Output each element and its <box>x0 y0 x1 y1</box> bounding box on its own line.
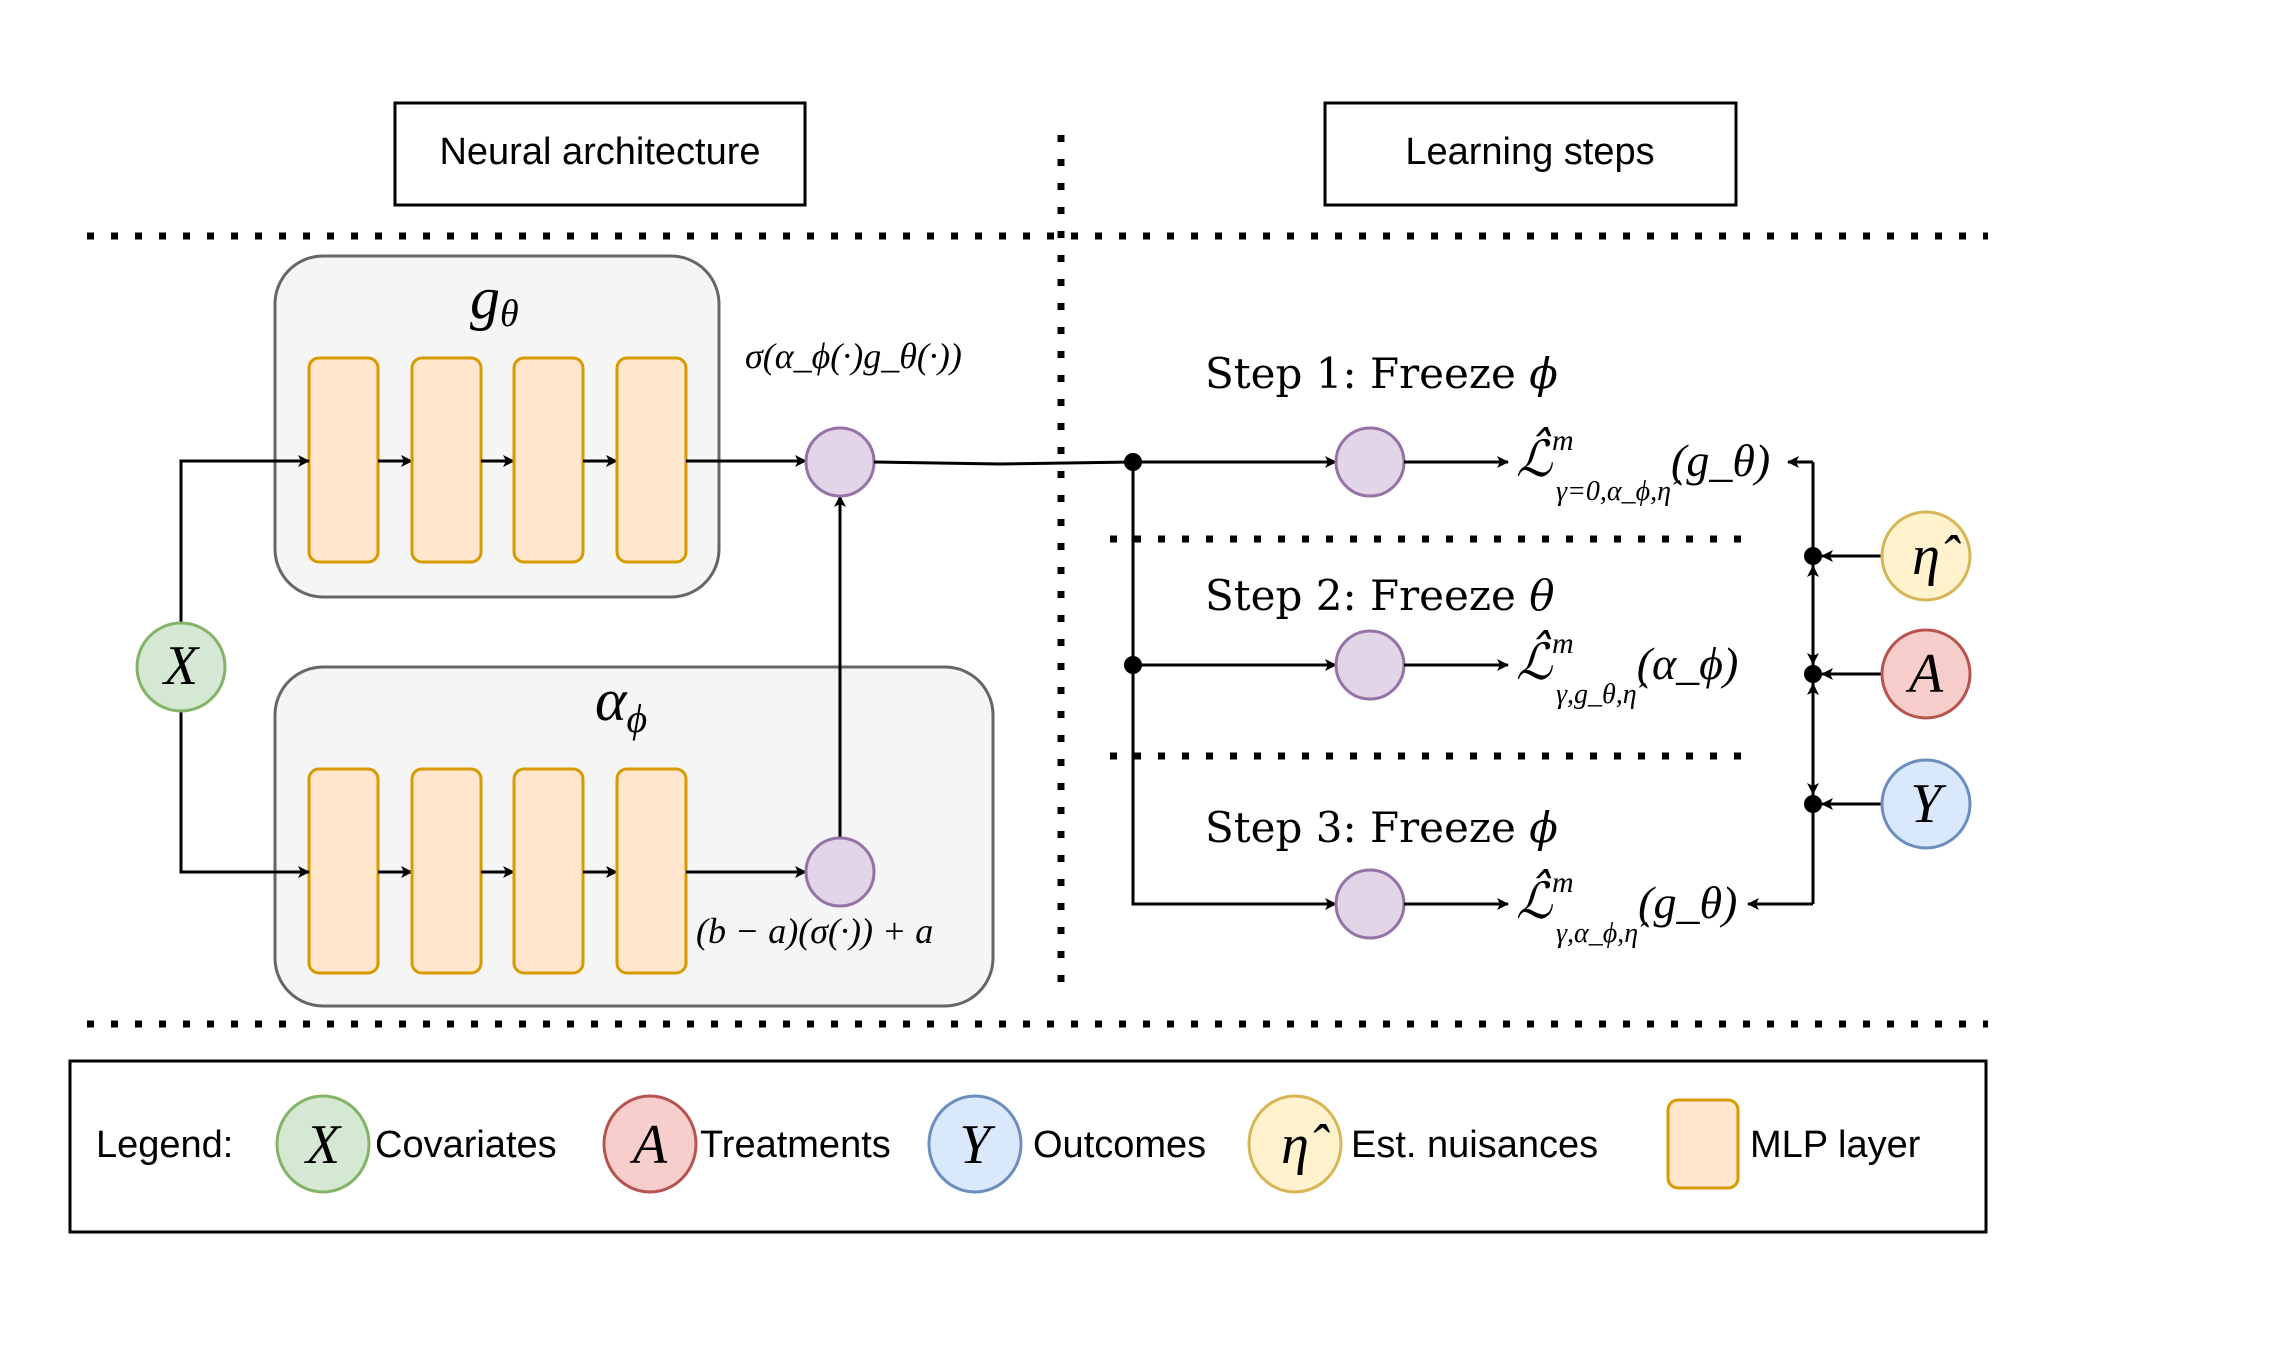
a-symbol: A <box>1905 643 1944 705</box>
legend-y-symbol: Y <box>959 1114 996 1176</box>
legend-label: Est. nuisances <box>1351 1124 1598 1166</box>
alpha-mlp-layer-3 <box>512 767 585 975</box>
legend-label: Outcomes <box>1033 1124 1206 1166</box>
eta-circle <box>1880 510 1972 602</box>
legend-eta-circle <box>1247 1094 1343 1194</box>
edge-trunk-to-step-3 <box>1131 665 1337 910</box>
g-mlp-layer-1 <box>307 356 380 564</box>
legend-label: Treatments <box>700 1124 891 1166</box>
g-mlp-layer-2 <box>410 356 483 564</box>
step-op-node <box>1334 868 1406 940</box>
header-right-label: Learning steps <box>1405 131 1654 173</box>
alpha-formula: (b − a)(σ(·)) + a <box>696 911 933 951</box>
y-circle <box>1880 758 1972 850</box>
legend-x-circle <box>275 1094 371 1194</box>
step-op-node <box>1334 426 1406 498</box>
alpha-mlp-layer-1 <box>307 767 380 975</box>
edge-x-to-alpha <box>179 711 310 878</box>
alpha-mlp-layer-4 <box>615 767 688 975</box>
node-x-covariates: X <box>135 621 227 713</box>
scale-node <box>804 836 876 908</box>
legend-item-mlp: MLP layer <box>1666 1098 1921 1190</box>
g-mlp-layer-4 <box>615 356 688 564</box>
legend-item-eta: η̂Est. nuisances <box>1247 1094 1598 1194</box>
step-label: Step 1: Freeze ϕ <box>1205 349 1558 398</box>
legend-item-a: A Treatments <box>602 1094 891 1194</box>
input-node-eta: η̂ <box>1804 510 1972 602</box>
header-neural-architecture: Neural architecture <box>393 101 807 207</box>
legend-label: Covariates <box>375 1124 557 1166</box>
header-left-label: Neural architecture <box>439 131 760 173</box>
a-circle <box>1880 628 1972 720</box>
legend-a-symbol: A <box>629 1114 668 1176</box>
sigma-product-node <box>804 426 876 498</box>
edge-output-to-steps <box>873 460 1134 466</box>
y-symbol: Y <box>1910 773 1947 835</box>
input-node-y: Y <box>1804 758 1972 850</box>
g-theta-network: gθ <box>273 254 721 599</box>
svg-text:X: X <box>162 635 201 697</box>
alpha-phi-network: αϕ <box>273 665 995 1008</box>
legend-mlp-swatch <box>1666 1098 1740 1190</box>
legend-title: Legend: <box>96 1124 233 1166</box>
step-label: Step 3: Freeze ϕ <box>1205 803 1558 852</box>
header-learning-steps: Learning steps <box>1323 101 1738 207</box>
legend-item-y: Y Outcomes <box>927 1094 1206 1194</box>
legend-label: MLP layer <box>1750 1124 1921 1166</box>
g-theta-title: gθ <box>470 265 519 335</box>
step-op-node <box>1334 629 1406 701</box>
g-mlp-layer-3 <box>512 356 585 564</box>
legend: Legend: X Covariates A Treatments Y Outcomes η… <box>68 1059 1988 1234</box>
legend-x-symbol: X <box>304 1114 343 1176</box>
legend-y-circle <box>927 1094 1023 1194</box>
sigma-formula: σ(α_ϕ(·)g_θ(·)) <box>745 336 962 376</box>
legend-item-x: X Covariates <box>275 1094 557 1194</box>
input-node-a: A <box>1804 628 1972 720</box>
alpha-mlp-layer-2 <box>410 767 483 975</box>
edge-x-to-g <box>179 455 310 623</box>
legend-a-circle <box>602 1094 698 1194</box>
alpha-phi-title: αϕ <box>595 667 647 741</box>
step-label: Step 2: Freeze θ <box>1205 571 1555 620</box>
